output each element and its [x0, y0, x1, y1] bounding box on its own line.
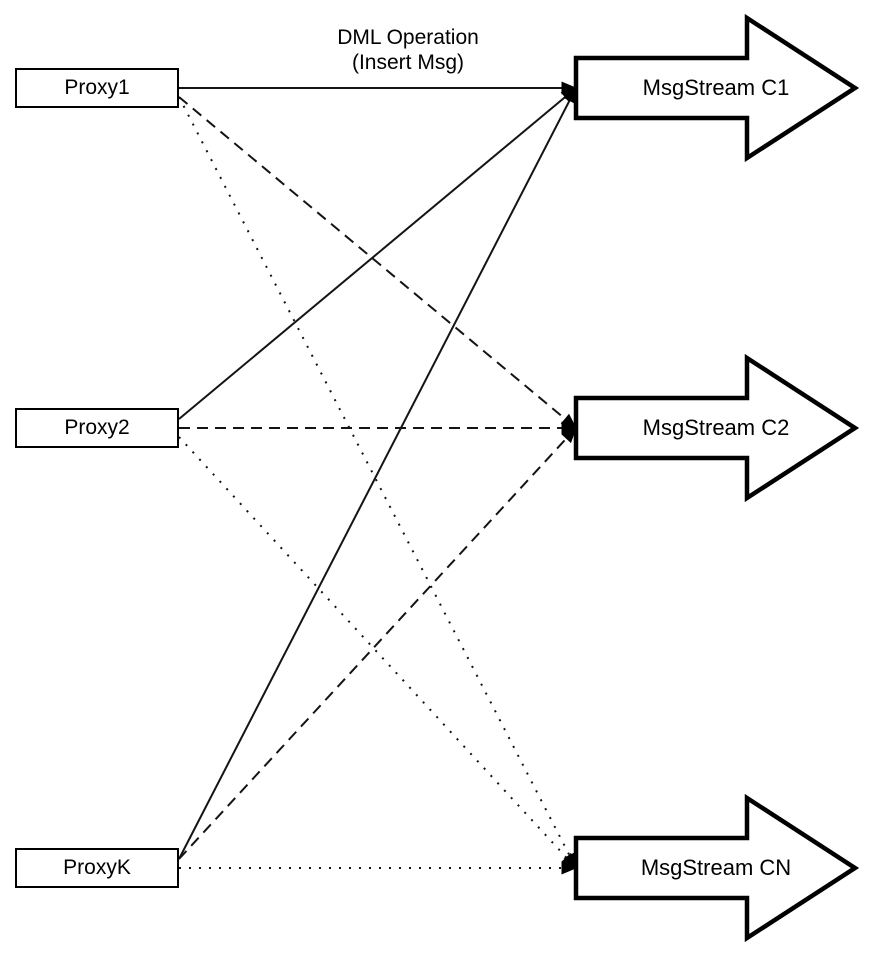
connection-line-proxy2-to-c1 — [178, 87, 577, 420]
connection-line-proxy2-to-cn — [178, 436, 577, 869]
connection-line-proxyk-to-c2 — [178, 427, 577, 860]
msgstream-cn-arrow — [573, 793, 860, 943]
connection-line-proxy1-to-cn — [178, 96, 577, 869]
proxyk-label: ProxyK — [63, 856, 131, 879]
msgstream-c1-arrow — [573, 13, 860, 163]
title-line2: (Insert Msg) — [351, 51, 464, 74]
proxy2-box: Proxy2 — [15, 408, 179, 448]
proxy2-label: Proxy2 — [64, 416, 130, 439]
msgstream-arrows-group — [573, 13, 860, 943]
proxyk-box: ProxyK — [15, 848, 179, 888]
connection-line-proxy1-to-c2 — [178, 96, 577, 429]
connection-lines-group — [178, 81, 577, 875]
proxy1-box: Proxy1 — [15, 68, 179, 108]
connection-line-proxyk-to-c1 — [178, 87, 577, 860]
diagram-title: DML Operation (Insert Msg) — [283, 25, 533, 75]
title-line1: DML Operation — [337, 26, 479, 49]
msgstream-c2-arrow — [573, 353, 860, 503]
proxy1-label: Proxy1 — [64, 76, 130, 99]
